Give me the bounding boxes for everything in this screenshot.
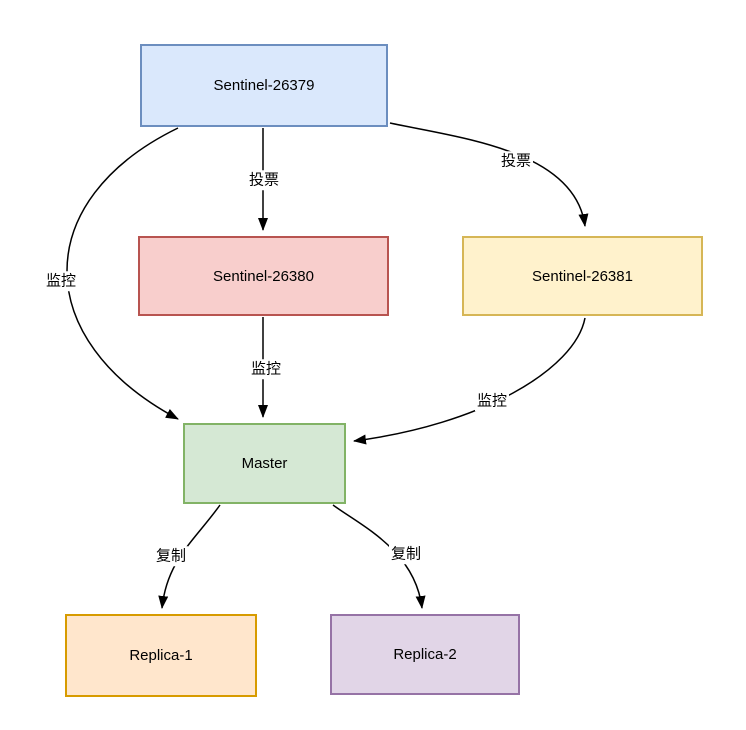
edge-monitor-26381-to-master [353, 317, 586, 445]
node-replica-2: Replica-2 [330, 614, 520, 695]
edge-label-vote-26381: 投票 [498, 151, 534, 171]
node-sentinel-26381: Sentinel-26381 [462, 236, 703, 316]
edge-label-replicate-left: 复制 [153, 546, 189, 566]
node-master-label: Master [241, 455, 288, 472]
node-replica-1: Replica-1 [65, 614, 257, 697]
node-sentinel-26381-label: Sentinel-26381 [532, 267, 633, 285]
edge-label-monitor-left: 监控 [43, 271, 79, 291]
node-sentinel-26379-label: Sentinel-26379 [213, 77, 315, 94]
edge-label-monitor-right: 监控 [474, 391, 510, 411]
edge-label-replicate-right: 复制 [388, 544, 424, 564]
edge-monitor-26379-to-master [66, 127, 179, 420]
edge-replicate-master-to-replica2 [332, 504, 426, 609]
node-sentinel-26379: Sentinel-26379 [140, 44, 388, 127]
node-sentinel-26380-label: Sentinel-26380 [213, 267, 314, 285]
edge-label-vote-26380: 投票 [246, 170, 282, 190]
node-sentinel-26380: Sentinel-26380 [138, 236, 389, 316]
edge-label-monitor-middle: 监控 [248, 359, 284, 379]
edge-vote-26379-to-26381 [389, 122, 589, 227]
node-replica-2-label: Replica-2 [393, 646, 457, 663]
node-master: Master [183, 423, 346, 504]
node-replica-1-label: Replica-1 [129, 647, 193, 664]
